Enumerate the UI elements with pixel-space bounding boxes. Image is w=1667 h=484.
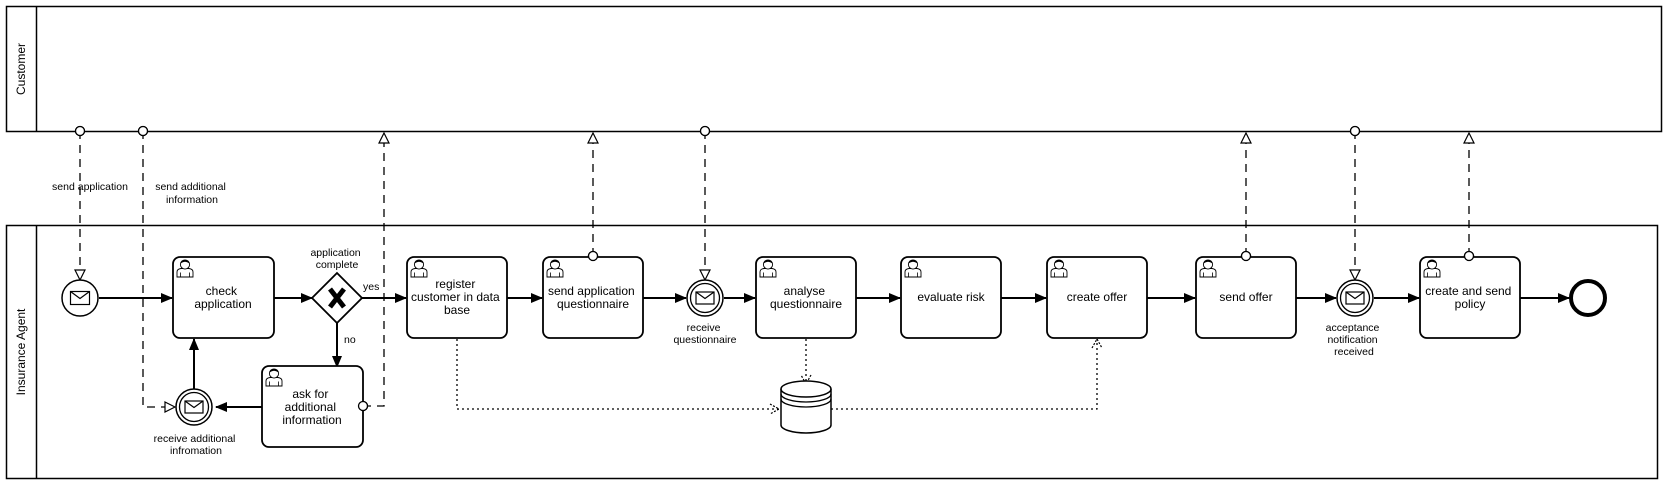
insurance-agent-pool-label: Insurance Agent (14, 308, 28, 395)
data-association-register-to-store (456, 339, 781, 415)
acceptance-notification-event[interactable] (1336, 279, 1374, 317)
receive-additional-information-label: receive additional infromation (154, 433, 239, 457)
task-create-offer[interactable]: create offer (1046, 256, 1148, 339)
data-association-store-to-offer (831, 337, 1103, 410)
svg-text:ask for additional: ask for additional information (282, 387, 341, 427)
x-mark-icon (328, 287, 346, 309)
start-message-event[interactable] (61, 279, 99, 317)
data-store-database-icon[interactable] (780, 380, 832, 434)
svg-text:send offer: send offer (1219, 290, 1272, 304)
envelope-icon (69, 290, 91, 306)
svg-text:create offer: create offer (1067, 290, 1127, 304)
receive-additional-information-event[interactable] (175, 388, 213, 426)
receive-questionnaire-label: receive questionnaire (673, 322, 736, 346)
svg-text:send application questio: send application questionnaire (548, 284, 638, 311)
task-check-application[interactable]: check application (172, 256, 275, 339)
message-flow-send-additional-information (143, 131, 175, 407)
task-send-application-questionnaire[interactable]: send application questionnaire (542, 256, 644, 339)
task-ask-additional-information[interactable]: ask for additional information (261, 365, 364, 448)
customer-pool-label: Customer (14, 43, 28, 95)
envelope-icon (1345, 291, 1365, 305)
end-event[interactable] (1569, 279, 1607, 317)
message-flow-ask-additional-to-customer (363, 133, 384, 406)
task-evaluate-risk[interactable]: evaluate risk (900, 256, 1002, 339)
receive-questionnaire-event[interactable] (686, 279, 724, 317)
envelope-icon (695, 291, 715, 305)
gateway-label: application complete (310, 247, 363, 271)
envelope-icon (184, 400, 204, 414)
svg-text:analyse questionnaire: analyse questionnaire (770, 284, 842, 311)
task-create-and-send-policy[interactable]: create and send policy (1419, 256, 1521, 339)
gateway-yes-label: yes (363, 281, 379, 293)
task-label-line: application (194, 297, 251, 311)
task-register-customer[interactable]: register customer in data base (406, 256, 508, 339)
svg-text:register customer in dat: register customer in data base (411, 277, 503, 317)
send-additional-information-label: send additional information (155, 181, 229, 206)
svg-text:evaluate risk: evaluate risk (917, 290, 985, 304)
svg-text:create and send policy: create and send policy (1425, 284, 1514, 311)
customer-pool[interactable]: Customer (5, 5, 1663, 133)
gateway-no-label: no (344, 334, 356, 346)
task-analyse-questionnaire[interactable]: analyse questionnaire (755, 256, 857, 339)
acceptance-notification-label: acceptance notification received (1326, 322, 1383, 358)
message-flow-origin-markers (74, 125, 1475, 412)
task-label-line: check (206, 284, 238, 298)
svg-text:check application: check application (194, 284, 251, 311)
send-application-label: send application (52, 181, 128, 193)
exclusive-gateway[interactable] (310, 271, 364, 325)
task-send-offer[interactable]: send offer (1195, 256, 1297, 339)
